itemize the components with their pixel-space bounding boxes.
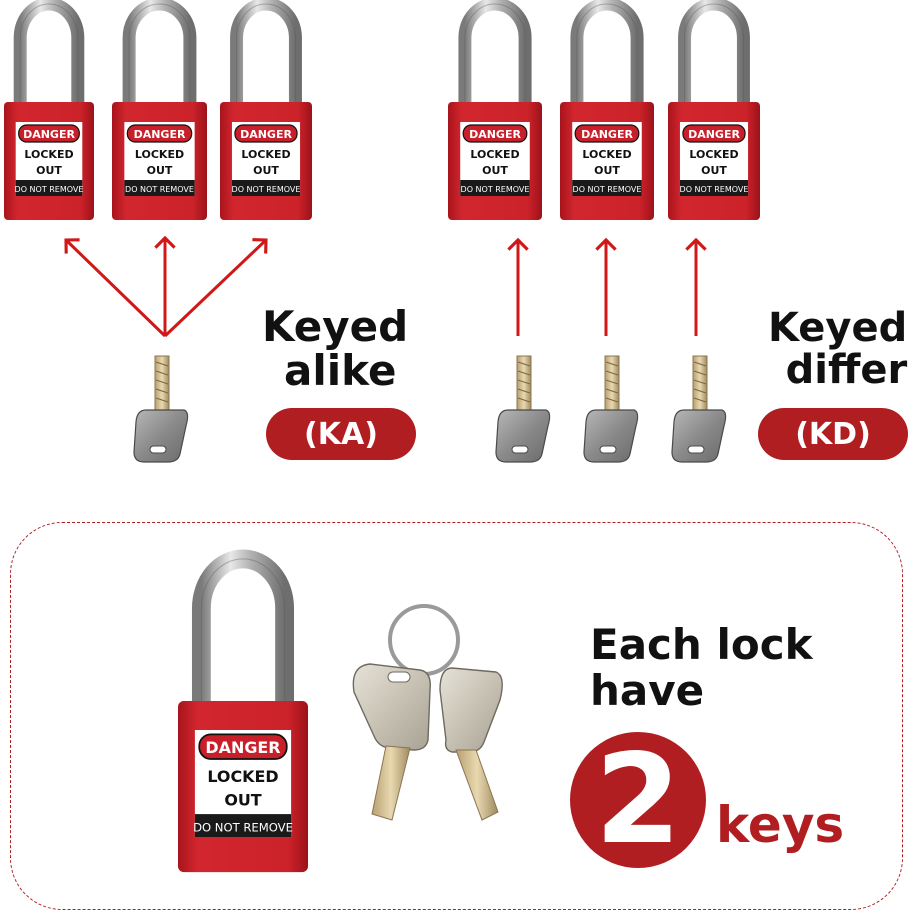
key-blade-right bbox=[455, 749, 499, 821]
key-ka bbox=[133, 355, 189, 463]
danger-text: DANGER bbox=[134, 128, 186, 141]
out-text: OUT bbox=[224, 790, 261, 809]
key-count-number: 2 bbox=[594, 728, 682, 872]
out-text: OUT bbox=[701, 164, 727, 177]
each-lock-line1: Each lock bbox=[590, 620, 813, 669]
keyed-differ-badge: (KD) bbox=[758, 408, 908, 460]
keyed-differ-badge-text: (KD) bbox=[795, 416, 871, 452]
shackle bbox=[191, 549, 295, 701]
arrow-ka-3 bbox=[163, 238, 268, 338]
padlock-ka-1: DANGER LOCKED OUT DO NOT REMOVE bbox=[4, 0, 94, 220]
each-lock-text: Each lock have bbox=[590, 624, 813, 712]
out-text: OUT bbox=[594, 164, 620, 177]
out-text: OUT bbox=[36, 164, 62, 177]
do-not-remove-text: DO NOT REMOVE bbox=[232, 185, 301, 194]
arrows-layer bbox=[64, 235, 707, 338]
shackle bbox=[13, 0, 85, 102]
do-not-remove-text: DO NOT REMOVE bbox=[573, 185, 642, 194]
locked-text: LOCKED bbox=[207, 767, 278, 786]
locked-text: LOCKED bbox=[135, 148, 184, 161]
shackle bbox=[230, 0, 302, 102]
padlock-large: DANGER LOCKED OUT DO NOT REMOVE bbox=[178, 549, 308, 873]
key-blade-left bbox=[371, 745, 411, 821]
shackle bbox=[570, 0, 644, 102]
do-not-remove-text: DO NOT REMOVE bbox=[15, 185, 84, 194]
out-text: OUT bbox=[482, 164, 508, 177]
out-text: OUT bbox=[147, 164, 173, 177]
padlocks-layer: DANGER LOCKED OUT DO NOT REMOVE DANGER LOCKED… bbox=[4, 0, 760, 873]
key-kd-1 bbox=[495, 355, 551, 463]
shackle bbox=[678, 0, 750, 102]
danger-text: DANGER bbox=[469, 128, 521, 141]
keyed-alike-badge-text: (KA) bbox=[304, 416, 378, 452]
do-not-remove-text: DO NOT REMOVE bbox=[461, 185, 530, 194]
each-lock-line2: have bbox=[590, 666, 705, 715]
key-bow-left bbox=[352, 663, 431, 751]
do-not-remove-text: DO NOT REMOVE bbox=[680, 185, 749, 194]
padlock-ka-3: DANGER LOCKED OUT DO NOT REMOVE bbox=[220, 0, 312, 220]
danger-text: DANGER bbox=[688, 128, 740, 141]
keyed-differ-line1: Keyed bbox=[768, 305, 908, 351]
key-pair-with-ring bbox=[352, 604, 503, 821]
locked-text: LOCKED bbox=[24, 148, 73, 161]
keys-layer bbox=[133, 355, 727, 821]
locked-text: LOCKED bbox=[241, 148, 290, 161]
padlock-kd-1: DANGER LOCKED OUT DO NOT REMOVE bbox=[448, 0, 542, 220]
shackle bbox=[458, 0, 532, 102]
key-kd-2 bbox=[583, 355, 639, 463]
danger-text: DANGER bbox=[581, 128, 633, 141]
danger-text: DANGER bbox=[205, 738, 280, 757]
locked-text: LOCKED bbox=[689, 148, 738, 161]
keyed-alike-line2: alike bbox=[284, 346, 397, 395]
keyed-differ-line2: differ bbox=[785, 347, 908, 393]
shackle bbox=[122, 0, 197, 102]
arrow-ka-1 bbox=[64, 238, 167, 338]
keyed-alike-line1: Keyed bbox=[262, 302, 409, 351]
locked-text: LOCKED bbox=[470, 148, 519, 161]
out-text: OUT bbox=[253, 164, 279, 177]
key-kd-3 bbox=[671, 355, 727, 463]
locked-text: LOCKED bbox=[582, 148, 631, 161]
padlock-kd-3: DANGER LOCKED OUT DO NOT REMOVE bbox=[668, 0, 760, 220]
keyed-differ-title: Keyed differ bbox=[768, 308, 907, 390]
do-not-remove-text: DO NOT REMOVE bbox=[125, 185, 194, 194]
do-not-remove-text: DO NOT REMOVE bbox=[193, 821, 293, 835]
two-keys-frame bbox=[10, 522, 903, 910]
padlock-kd-2: DANGER LOCKED OUT DO NOT REMOVE bbox=[560, 0, 654, 220]
keys-word: keys bbox=[716, 796, 845, 854]
danger-text: DANGER bbox=[240, 128, 292, 141]
keyed-alike-title: Keyed alike bbox=[262, 306, 408, 392]
key-count-circle: 2 bbox=[570, 732, 706, 868]
danger-text: DANGER bbox=[23, 128, 75, 141]
padlock-ka-2: DANGER LOCKED OUT DO NOT REMOVE bbox=[112, 0, 207, 220]
keyed-alike-badge: (KA) bbox=[266, 408, 416, 460]
